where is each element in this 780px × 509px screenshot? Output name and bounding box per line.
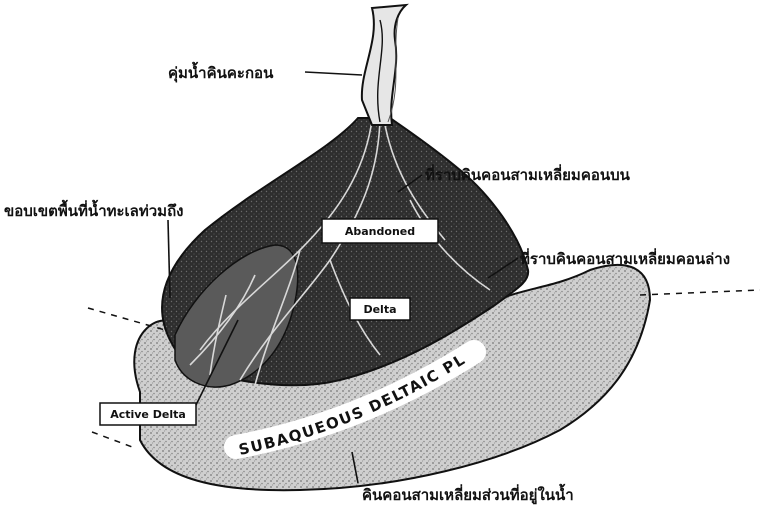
upper-delta-plain-label: ที่ราบคินคอนสามเหลี่ยมคอนบน (425, 164, 631, 184)
delta-label-box: Delta (350, 298, 410, 320)
feeder-river (362, 5, 406, 125)
intertidal-boundary-label: ขอบเขตพื้นที่น้ำทะเลท่วมถึง (4, 199, 183, 220)
active-delta-label: Active Delta (110, 408, 186, 421)
delta-label: Delta (363, 303, 396, 316)
abandoned-label-box: Abandoned (322, 219, 438, 243)
river-channel-label: คุ่มน้ำคินคะกอน (168, 61, 274, 83)
subaqueous-thai-label: คินคอนสามเหลี่ยมส่วนที่อยู่ในน้ำ (362, 483, 574, 505)
abandoned-label: Abandoned (345, 225, 415, 238)
active-delta-label-box: Active Delta (100, 403, 196, 425)
lower-delta-plain-label: ที่ราบคินคอนสามเหลี่ยมคอนล่าง (520, 248, 730, 268)
